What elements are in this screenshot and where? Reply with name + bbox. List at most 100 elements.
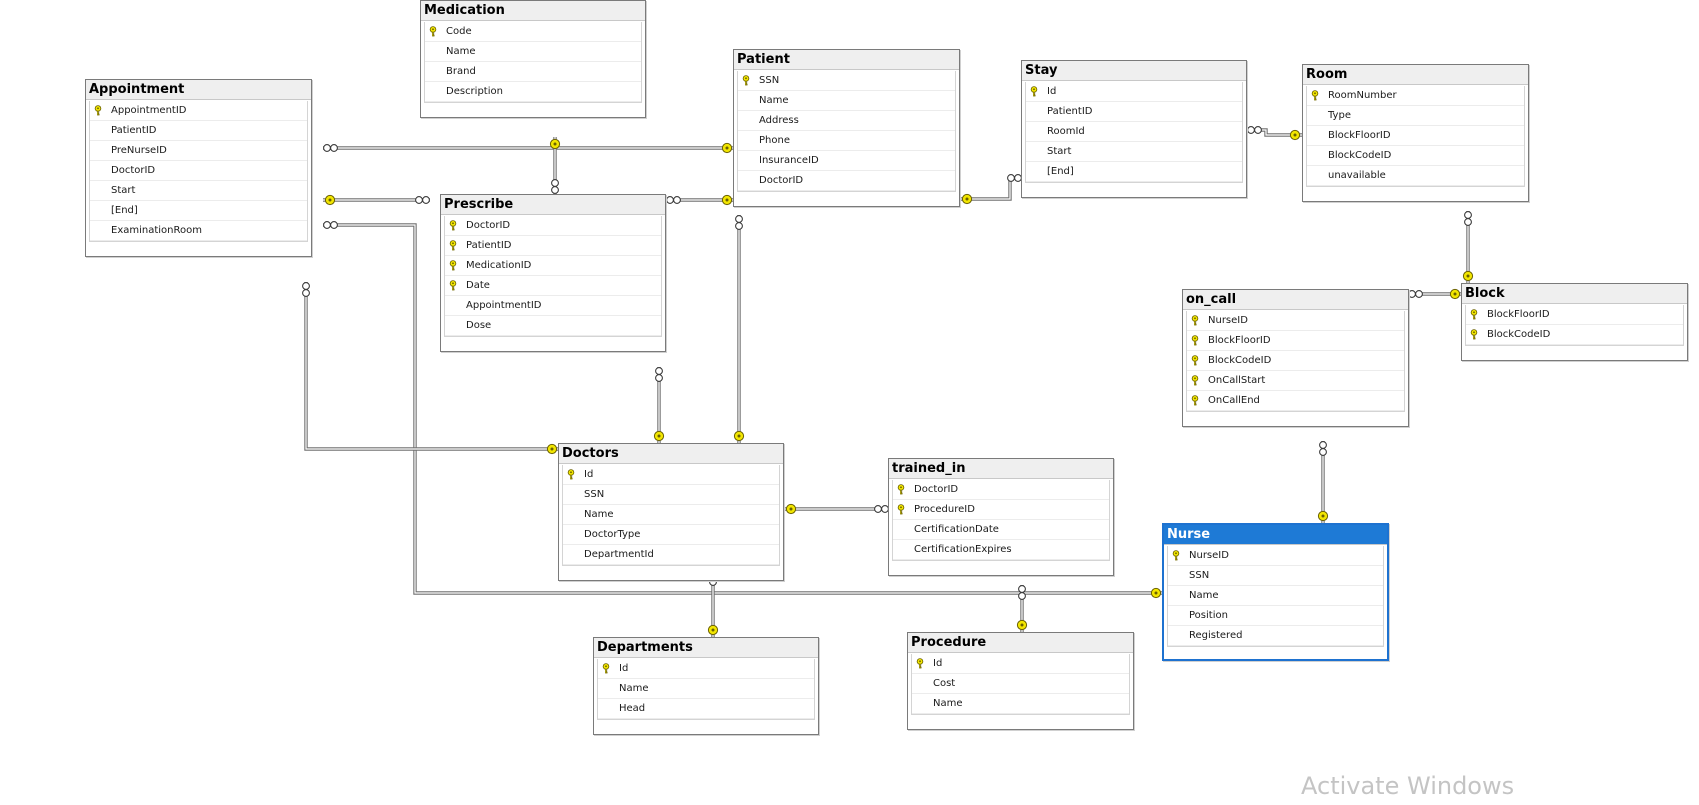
column-name: Start bbox=[111, 185, 136, 196]
column-row[interactable]: MedicationID bbox=[445, 256, 661, 276]
many-end-infinity-icon bbox=[323, 221, 338, 229]
column-name: [End] bbox=[111, 205, 138, 216]
column-row[interactable]: RoomId bbox=[1026, 122, 1242, 142]
column-row[interactable]: Start bbox=[1026, 142, 1242, 162]
column-row[interactable]: DoctorID bbox=[90, 161, 307, 181]
column-row[interactable]: DoctorID bbox=[738, 171, 955, 191]
column-row[interactable]: Name bbox=[425, 42, 641, 62]
table-title[interactable]: Stay bbox=[1022, 61, 1246, 81]
many-end-infinity-icon bbox=[1408, 290, 1423, 298]
column-row[interactable]: BlockCodeID bbox=[1466, 325, 1683, 345]
column-row[interactable]: Name bbox=[598, 679, 814, 699]
column-row[interactable]: Phone bbox=[738, 131, 955, 151]
column-row[interactable]: Start bbox=[90, 181, 307, 201]
column-row[interactable]: Description bbox=[425, 82, 641, 102]
column-row[interactable]: Registered bbox=[1168, 626, 1383, 646]
column-row[interactable]: InsuranceID bbox=[738, 151, 955, 171]
column-row[interactable]: Name bbox=[1168, 586, 1383, 606]
column-row[interactable]: [End] bbox=[1026, 162, 1242, 182]
one-end-key-icon bbox=[785, 503, 797, 515]
column-row[interactable]: OnCallEnd bbox=[1187, 391, 1404, 411]
table-title[interactable]: Doctors bbox=[559, 444, 783, 464]
column-row[interactable]: Date bbox=[445, 276, 661, 296]
column-row[interactable]: Id bbox=[598, 659, 814, 679]
table-title[interactable]: Patient bbox=[734, 50, 959, 70]
column-row[interactable]: RoomNumber bbox=[1307, 86, 1524, 106]
column-row[interactable]: SSN bbox=[738, 71, 955, 91]
column-row[interactable]: DoctorID bbox=[445, 216, 661, 236]
table-title[interactable]: Prescribe bbox=[441, 195, 665, 215]
column-row[interactable]: PatientID bbox=[90, 121, 307, 141]
column-row[interactable]: BlockCodeID bbox=[1307, 146, 1524, 166]
column-row[interactable]: SSN bbox=[1168, 566, 1383, 586]
column-row[interactable]: Name bbox=[912, 694, 1129, 714]
column-row[interactable]: Id bbox=[563, 465, 779, 485]
many-end-infinity-icon bbox=[323, 144, 338, 152]
column-row[interactable]: Type bbox=[1307, 106, 1524, 126]
primary-key-icon bbox=[1191, 395, 1199, 406]
column-row[interactable]: CertificationDate bbox=[893, 520, 1109, 540]
column-row[interactable]: Cost bbox=[912, 674, 1129, 694]
column-row[interactable]: Name bbox=[563, 505, 779, 525]
column-row[interactable]: PatientID bbox=[1026, 102, 1242, 122]
column-row[interactable]: Code bbox=[425, 22, 641, 42]
table-title[interactable]: Nurse bbox=[1164, 525, 1387, 545]
table-title[interactable]: Medication bbox=[421, 1, 645, 21]
column-name: CertificationDate bbox=[914, 524, 999, 535]
column-row[interactable]: BlockCodeID bbox=[1187, 351, 1404, 371]
column-row[interactable]: AppointmentID bbox=[90, 101, 307, 121]
many-end-infinity-icon bbox=[1464, 211, 1472, 226]
column-row[interactable]: AppointmentID bbox=[445, 296, 661, 316]
column-row[interactable]: NurseID bbox=[1187, 311, 1404, 331]
table-title[interactable]: Room bbox=[1303, 65, 1528, 85]
column-row[interactable]: unavailable bbox=[1307, 166, 1524, 186]
column-row[interactable]: BlockFloorID bbox=[1187, 331, 1404, 351]
column-row[interactable]: NurseID bbox=[1168, 546, 1383, 566]
column-row[interactable]: Brand bbox=[425, 62, 641, 82]
column-row[interactable]: SSN bbox=[563, 485, 779, 505]
table-title[interactable]: Block bbox=[1462, 284, 1687, 304]
column-row[interactable]: BlockFloorID bbox=[1466, 305, 1683, 325]
primary-key-icon bbox=[449, 220, 457, 231]
column-row[interactable]: Head bbox=[598, 699, 814, 719]
column-name: PreNurseID bbox=[111, 145, 167, 156]
column-row[interactable]: Id bbox=[912, 654, 1129, 674]
table-title[interactable]: Departments bbox=[594, 638, 818, 658]
column-row[interactable]: Name bbox=[738, 91, 955, 111]
table-title[interactable]: on_call bbox=[1183, 290, 1408, 310]
column-row[interactable]: DoctorType bbox=[563, 525, 779, 545]
table-title[interactable]: Appointment bbox=[86, 80, 311, 100]
column-row[interactable]: ExaminationRoom bbox=[90, 221, 307, 241]
column-row[interactable]: PreNurseID bbox=[90, 141, 307, 161]
column-row[interactable]: Id bbox=[1026, 82, 1242, 102]
column-row[interactable]: OnCallStart bbox=[1187, 371, 1404, 391]
column-name: SSN bbox=[584, 489, 605, 500]
column-row[interactable]: BlockFloorID bbox=[1307, 126, 1524, 146]
column-row[interactable]: DoctorID bbox=[893, 480, 1109, 500]
column-row[interactable]: [End] bbox=[90, 201, 307, 221]
table-title[interactable]: Procedure bbox=[908, 633, 1133, 653]
column-name: DepartmentId bbox=[584, 549, 654, 560]
column-row[interactable]: DepartmentId bbox=[563, 545, 779, 565]
column-row[interactable]: CertificationExpires bbox=[893, 540, 1109, 560]
table-title[interactable]: trained_in bbox=[889, 459, 1113, 479]
column-row[interactable]: Address bbox=[738, 111, 955, 131]
column-row[interactable]: PatientID bbox=[445, 236, 661, 256]
column-row[interactable]: Dose bbox=[445, 316, 661, 336]
column-row[interactable]: Position bbox=[1168, 606, 1383, 626]
column-row[interactable]: ProcedureID bbox=[893, 500, 1109, 520]
